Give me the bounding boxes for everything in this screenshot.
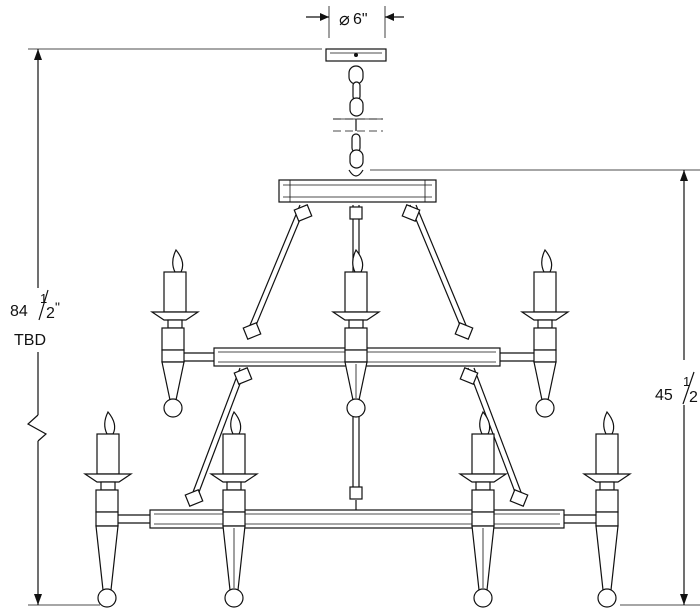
upper-candle-right [520,248,570,418]
canopy-diameter-dimension: ⌀ 6" [306,6,404,38]
fixture-height-dimension: 45 1 2 [370,169,700,606]
chain [333,65,383,177]
canopy-diameter-symbol: ⌀ [339,9,350,29]
fixture-height-numerator: 1 [683,374,690,389]
fixture-height-denominator: 2 [689,389,698,406]
canopy [325,48,387,62]
lower-candle-3 [458,410,508,608]
lower-candle-4 [582,410,632,608]
upper-candle-center [331,248,381,418]
top-hub [278,179,437,203]
overall-height-whole: 84 [10,303,28,320]
overall-height-denominator: 2 [46,305,55,322]
overall-height-numerator: 1 [40,291,47,306]
lower-candle-2 [209,410,259,608]
lower-candle-1 [83,410,133,608]
upper-candle-left [150,248,200,418]
overall-height-unit: " [55,299,60,315]
lower-tier-ring [118,509,596,529]
canopy-diameter-value: 6" [353,11,368,28]
overall-height-note: TBD [14,332,46,349]
fixture-height-whole: 45 [655,387,673,404]
overall-height-dimension: 84 1 2 " TBD [10,48,322,606]
